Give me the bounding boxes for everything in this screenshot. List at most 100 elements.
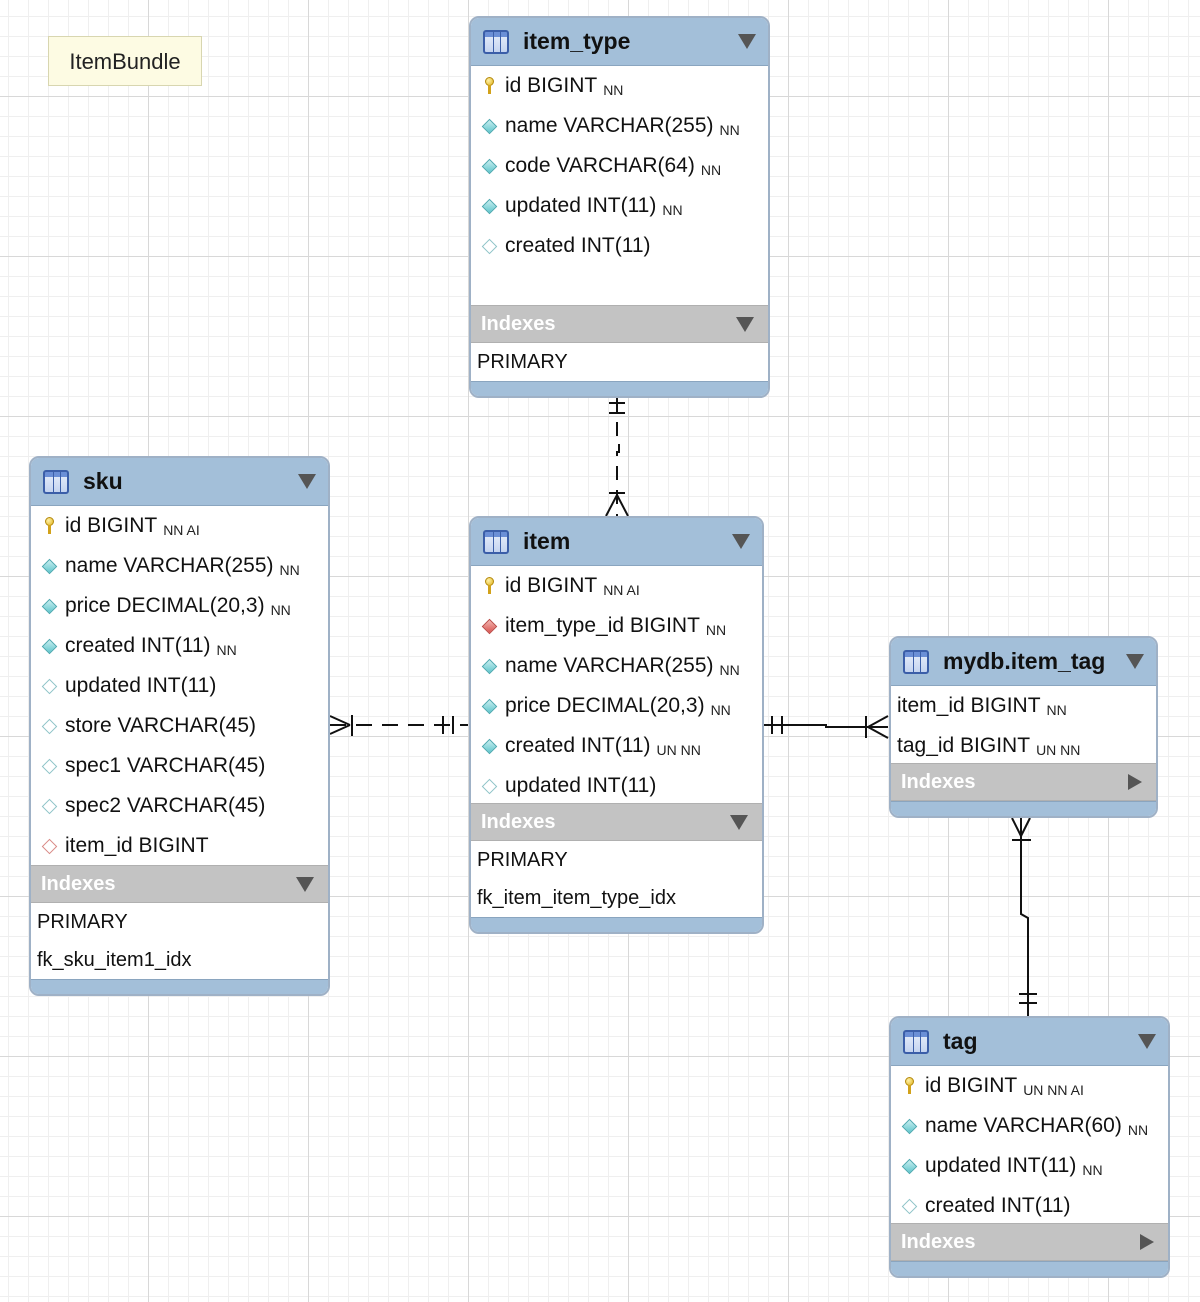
column-row[interactable]: item_id BIGINT xyxy=(31,826,328,866)
relationship-item-tag-tag[interactable] xyxy=(1011,817,1037,1016)
indexes-bar[interactable]: Indexes xyxy=(471,305,768,343)
column-name: id BIGINT xyxy=(65,514,158,537)
collapse-triangle-icon[interactable] xyxy=(298,474,316,489)
column-name: created INT(11) xyxy=(925,1194,1071,1217)
column-row[interactable]: name VARCHAR(60)NN xyxy=(891,1106,1168,1146)
table-icon xyxy=(903,1029,929,1054)
column-name: spec1 VARCHAR(45) xyxy=(65,754,266,777)
table-name: mydb.item_tag xyxy=(943,648,1106,674)
column-row[interactable]: name VARCHAR(255) NN xyxy=(31,546,328,586)
column-row[interactable]: name VARCHAR(255)NN xyxy=(471,646,762,686)
column-name: price DECIMAL(20,3) xyxy=(505,694,705,717)
indexes-label: Indexes xyxy=(481,312,556,335)
not-null-diamond-icon xyxy=(481,118,497,134)
nullable-diamond-icon xyxy=(481,778,497,794)
indexes-bar[interactable]: Indexes xyxy=(891,763,1156,801)
relationship-sku-item[interactable] xyxy=(329,715,468,736)
table-name: item xyxy=(523,528,571,554)
relationship-item-item-tag[interactable] xyxy=(764,715,889,739)
indexes-bar[interactable]: Indexes xyxy=(31,865,328,903)
collapse-triangle-icon[interactable] xyxy=(296,876,314,892)
index-item[interactable]: fk_item_item_type_idx xyxy=(477,887,676,909)
column-flags: NN xyxy=(216,642,237,658)
column-row[interactable]: id BIGINT UN NN AI xyxy=(891,1066,1168,1106)
table-header[interactable]: item xyxy=(471,518,762,566)
table-header[interactable]: item_type xyxy=(471,18,768,66)
column-row[interactable]: updated INT(11) xyxy=(31,666,328,706)
not-null-diamond-icon xyxy=(901,1118,917,1134)
table-tag[interactable]: tag id BIGINT UN NN AI name VARCHAR(60)NN… xyxy=(889,1016,1170,1278)
column-name: updated INT(11) xyxy=(65,674,217,697)
index-item[interactable]: PRIMARY xyxy=(477,351,568,373)
not-null-diamond-icon xyxy=(41,638,57,654)
column-name: updated INT(11) xyxy=(505,774,657,797)
collapse-triangle-icon[interactable] xyxy=(1138,1034,1156,1049)
column-row[interactable]: created INT(11) xyxy=(471,226,768,266)
table-icon xyxy=(483,529,509,554)
column-row[interactable]: name VARCHAR(255)NN xyxy=(471,106,768,146)
not-null-diamond-icon xyxy=(481,198,497,214)
column-name: store VARCHAR(45) xyxy=(65,714,256,737)
relationship-item-type-item[interactable] xyxy=(605,398,629,518)
column-row[interactable]: created INT(11) xyxy=(891,1186,1168,1226)
column-row[interactable]: code VARCHAR(64)NN xyxy=(471,146,768,186)
column-row[interactable]: store VARCHAR(45) xyxy=(31,706,328,746)
column-row[interactable]: updated INT(11) xyxy=(471,766,762,806)
table-header[interactable]: tag xyxy=(891,1018,1168,1066)
column-flags: NN xyxy=(270,602,291,618)
column-row[interactable]: created INT(11)NN xyxy=(31,626,328,666)
column-row[interactable]: price DECIMAL(20,3)NN xyxy=(31,586,328,626)
expand-triangle-icon[interactable] xyxy=(1128,774,1142,790)
table-icon xyxy=(483,29,509,54)
foreign-key-diamond-icon xyxy=(41,838,57,854)
collapse-triangle-icon[interactable] xyxy=(736,316,754,332)
column-row[interactable]: spec2 VARCHAR(45) xyxy=(31,786,328,826)
column-name: item_type_id BIGINT xyxy=(505,614,700,637)
column-name: code VARCHAR(64) xyxy=(505,154,695,177)
column-name: id BIGINT xyxy=(925,1074,1018,1097)
indexes-bar[interactable]: Indexes xyxy=(471,803,762,841)
column-flags: NN xyxy=(710,702,731,718)
column-row[interactable]: updated INT(11)NN xyxy=(891,1146,1168,1186)
index-item[interactable]: fk_sku_item1_idx xyxy=(37,949,192,971)
column-name: name VARCHAR(255) xyxy=(65,554,274,577)
primary-key-icon xyxy=(481,577,497,594)
table-header[interactable]: mydb.item_tag xyxy=(891,638,1156,686)
indexes-label: Indexes xyxy=(41,872,116,895)
column-row[interactable]: price DECIMAL(20,3) NN xyxy=(471,686,762,726)
indexes-bar[interactable]: Indexes xyxy=(891,1223,1168,1261)
column-flags: NN xyxy=(279,562,300,578)
index-item[interactable]: PRIMARY xyxy=(37,911,128,933)
column-name: name VARCHAR(60) xyxy=(925,1114,1122,1137)
primary-key-icon xyxy=(481,77,497,94)
table-header[interactable]: sku xyxy=(31,458,328,506)
not-null-diamond-icon xyxy=(481,658,497,674)
collapse-triangle-icon[interactable] xyxy=(732,534,750,549)
nullable-diamond-icon xyxy=(41,678,57,694)
column-row[interactable]: spec1 VARCHAR(45) xyxy=(31,746,328,786)
expand-triangle-icon[interactable] xyxy=(1140,1234,1154,1250)
index-item[interactable]: PRIMARY xyxy=(477,849,568,871)
column-row[interactable]: updated INT(11)NN xyxy=(471,186,768,226)
collapse-triangle-icon[interactable] xyxy=(1126,654,1144,669)
column-row[interactable]: created INT(11)UN NN xyxy=(471,726,762,766)
collapse-triangle-icon[interactable] xyxy=(730,814,748,830)
column-flags: UN NN AI xyxy=(1023,1082,1084,1098)
table-name: sku xyxy=(83,468,123,494)
column-name: item_id BIGINT xyxy=(65,834,209,857)
collapse-triangle-icon[interactable] xyxy=(738,34,756,49)
layer-note-itembundle[interactable]: ItemBundle xyxy=(48,36,202,86)
